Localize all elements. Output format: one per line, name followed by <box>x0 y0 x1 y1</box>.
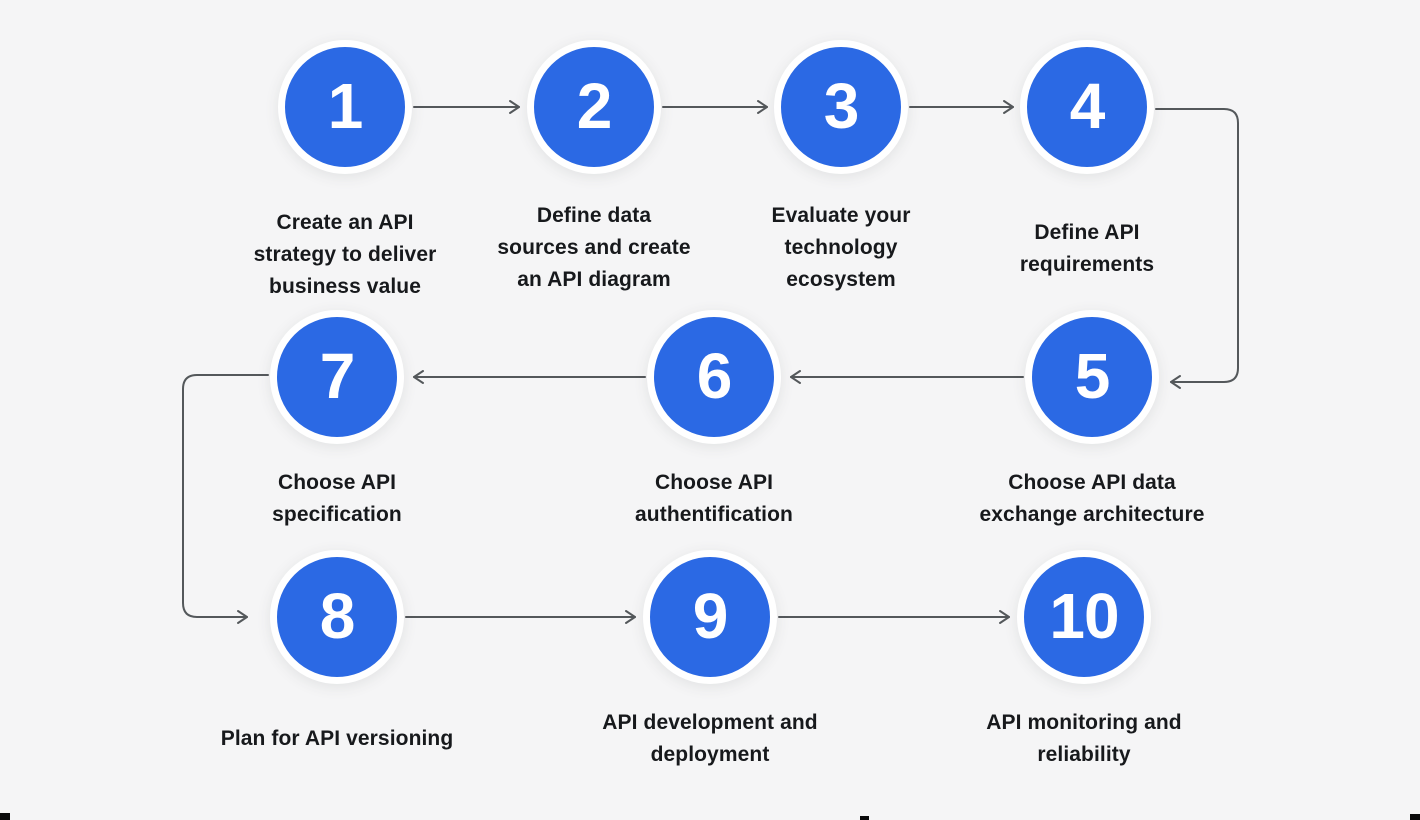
step-number-2: 2 <box>576 70 613 142</box>
step-number-1: 1 <box>327 70 364 142</box>
step-node-5: 5 Choose API data exchange architecture <box>942 310 1242 531</box>
step-circle-3: 3 <box>774 40 908 174</box>
step-circle-6: 6 <box>647 310 781 444</box>
step-circle-5: 5 <box>1025 310 1159 444</box>
step-node-2: 2 Define data sources and create an API … <box>444 40 744 296</box>
step-label-4: Define API requirements <box>1019 221 1155 276</box>
artifact-mark <box>1410 814 1420 820</box>
step-label-7: Choose API specification <box>272 471 402 526</box>
step-label-6: Choose API authentification <box>635 471 793 526</box>
step-number-7: 7 <box>319 340 356 412</box>
step-number-8: 8 <box>319 580 356 652</box>
step-node-10: 10 API monitoring and reliability <box>934 550 1234 771</box>
step-number-3: 3 <box>823 70 860 142</box>
step-number-6: 6 <box>696 340 733 412</box>
step-circle-7: 7 <box>270 310 404 444</box>
step-node-3: 3 Evaluate your technology ecosystem <box>691 40 991 296</box>
step-number-5: 5 <box>1074 340 1111 412</box>
step-number-4: 4 <box>1069 70 1106 142</box>
step-node-1: 1 Create an API strategy to deliver busi… <box>195 40 495 303</box>
step-label-2: Define data sources and create an API di… <box>497 204 691 291</box>
step-circle-2: 2 <box>527 40 661 174</box>
step-node-6: 6 Choose API authentification <box>564 310 864 531</box>
step-circle-1: 1 <box>278 40 412 174</box>
step-label-9: API development and deployment <box>602 711 818 766</box>
step-circle-8: 8 <box>270 550 404 684</box>
step-node-7: 7 Choose API specification <box>187 310 487 531</box>
step-node-9: 9 API development and deployment <box>560 550 860 771</box>
artifact-mark <box>0 813 10 820</box>
step-circle-10: 10 <box>1017 550 1151 684</box>
artifact-mark <box>860 816 869 820</box>
step-number-9: 9 <box>692 580 729 652</box>
step-label-10: API monitoring and reliability <box>986 711 1182 766</box>
step-label-5: Choose API data exchange architecture <box>979 471 1205 526</box>
step-label-3: Evaluate your technology ecosystem <box>771 204 911 291</box>
step-number-10: 10 <box>1049 580 1119 652</box>
step-node-8: 8 Plan for API versioning <box>187 550 487 755</box>
step-label-8: Plan for API versioning <box>220 727 454 750</box>
step-circle-9: 9 <box>643 550 777 684</box>
step-node-4: 4 Define API requirements <box>937 40 1237 281</box>
step-circle-4: 4 <box>1020 40 1154 174</box>
step-label-1: Create an API strategy to deliver busine… <box>253 211 437 298</box>
